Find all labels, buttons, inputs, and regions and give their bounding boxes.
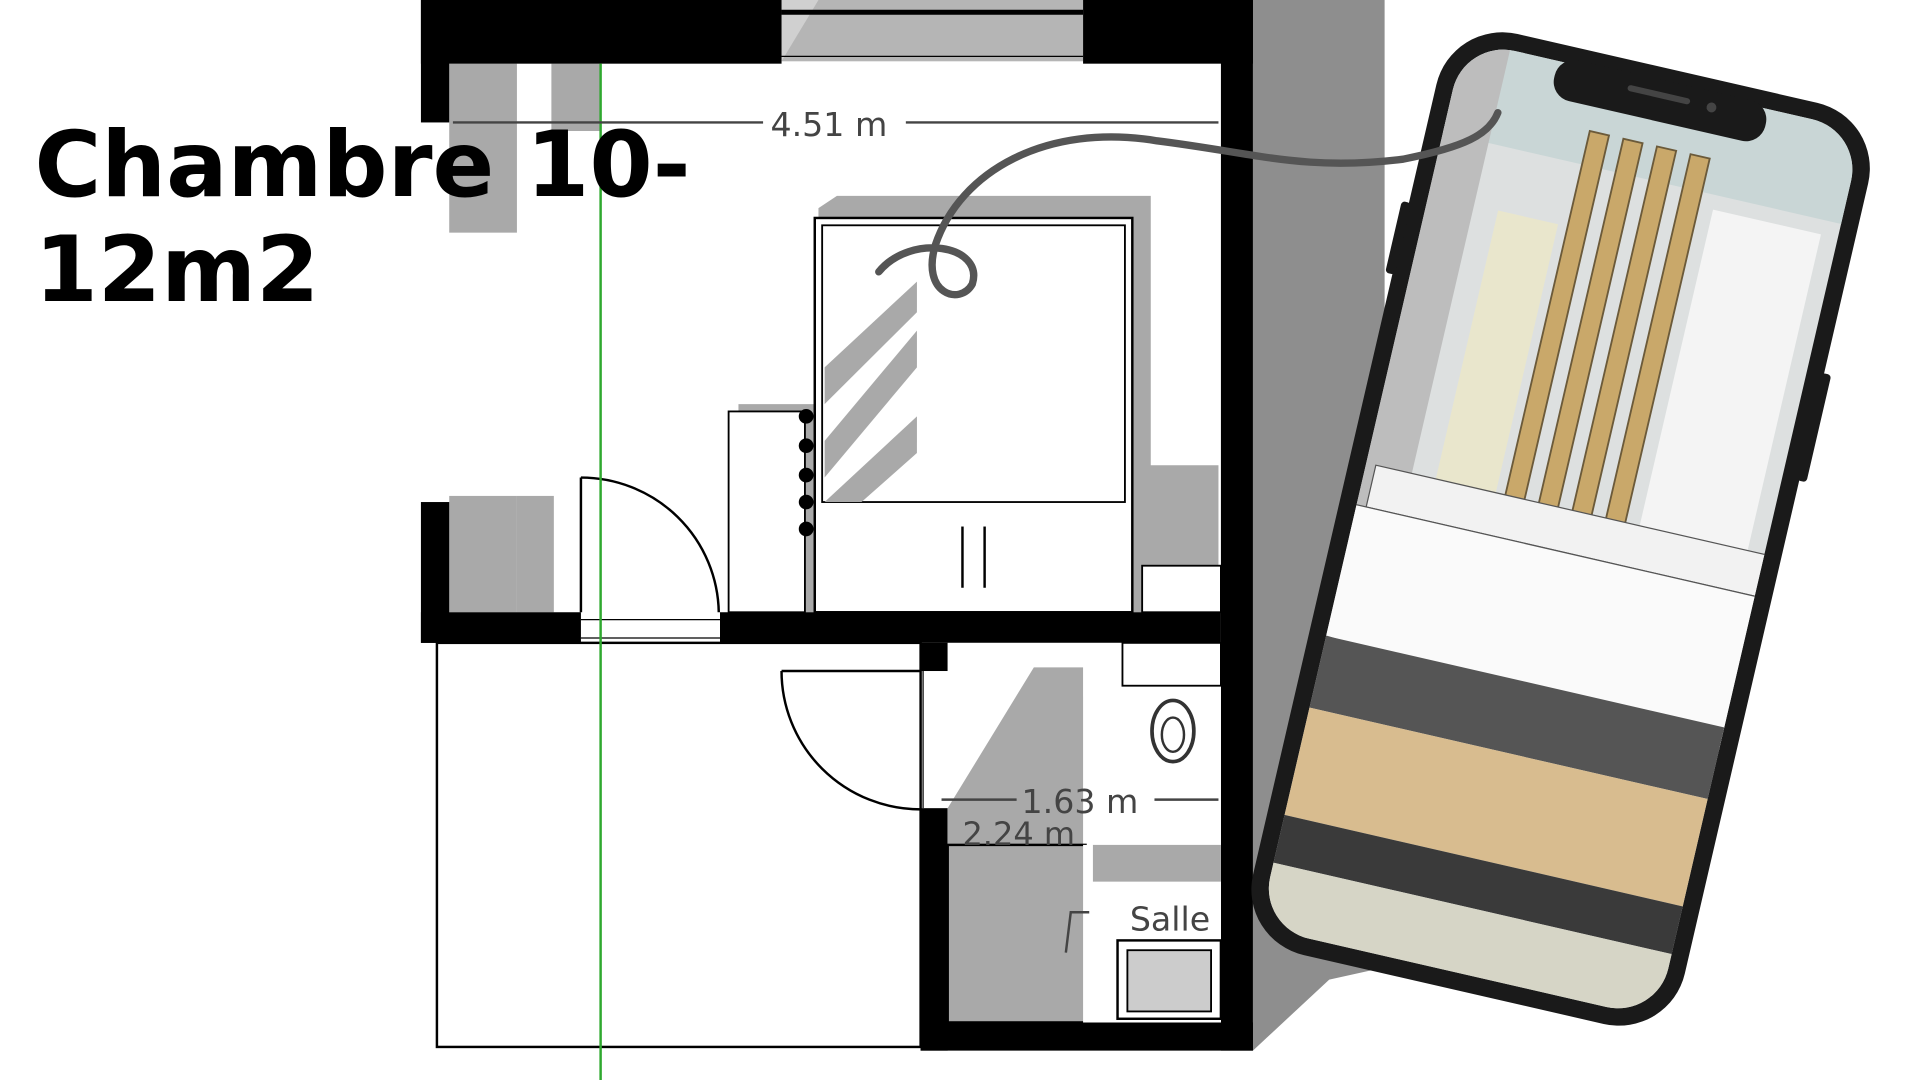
- phone-mockup: [1251, 32, 1870, 1026]
- bath-label: Salle: [1130, 900, 1210, 939]
- walls: [420, 0, 1253, 1051]
- room-title-line1: Chambre 10-: [34, 113, 690, 218]
- dim-bath-length: 2.24 m: [962, 815, 1075, 853]
- connector-squiggle: [875, 108, 1502, 299]
- room-title-line2: 12m2: [34, 218, 319, 323]
- radiator-knobs: [798, 408, 814, 537]
- radiator: [727, 410, 806, 614]
- dim-room-width: 4.51 m: [770, 105, 887, 144]
- phone-notch: [1553, 60, 1767, 142]
- hallway: [435, 641, 922, 1049]
- dim-bath-width: 1.63 m: [1022, 782, 1139, 821]
- opening-shadow: [781, 0, 1084, 62]
- bath-door-swing: [780, 671, 921, 811]
- door-swing: [580, 476, 720, 613]
